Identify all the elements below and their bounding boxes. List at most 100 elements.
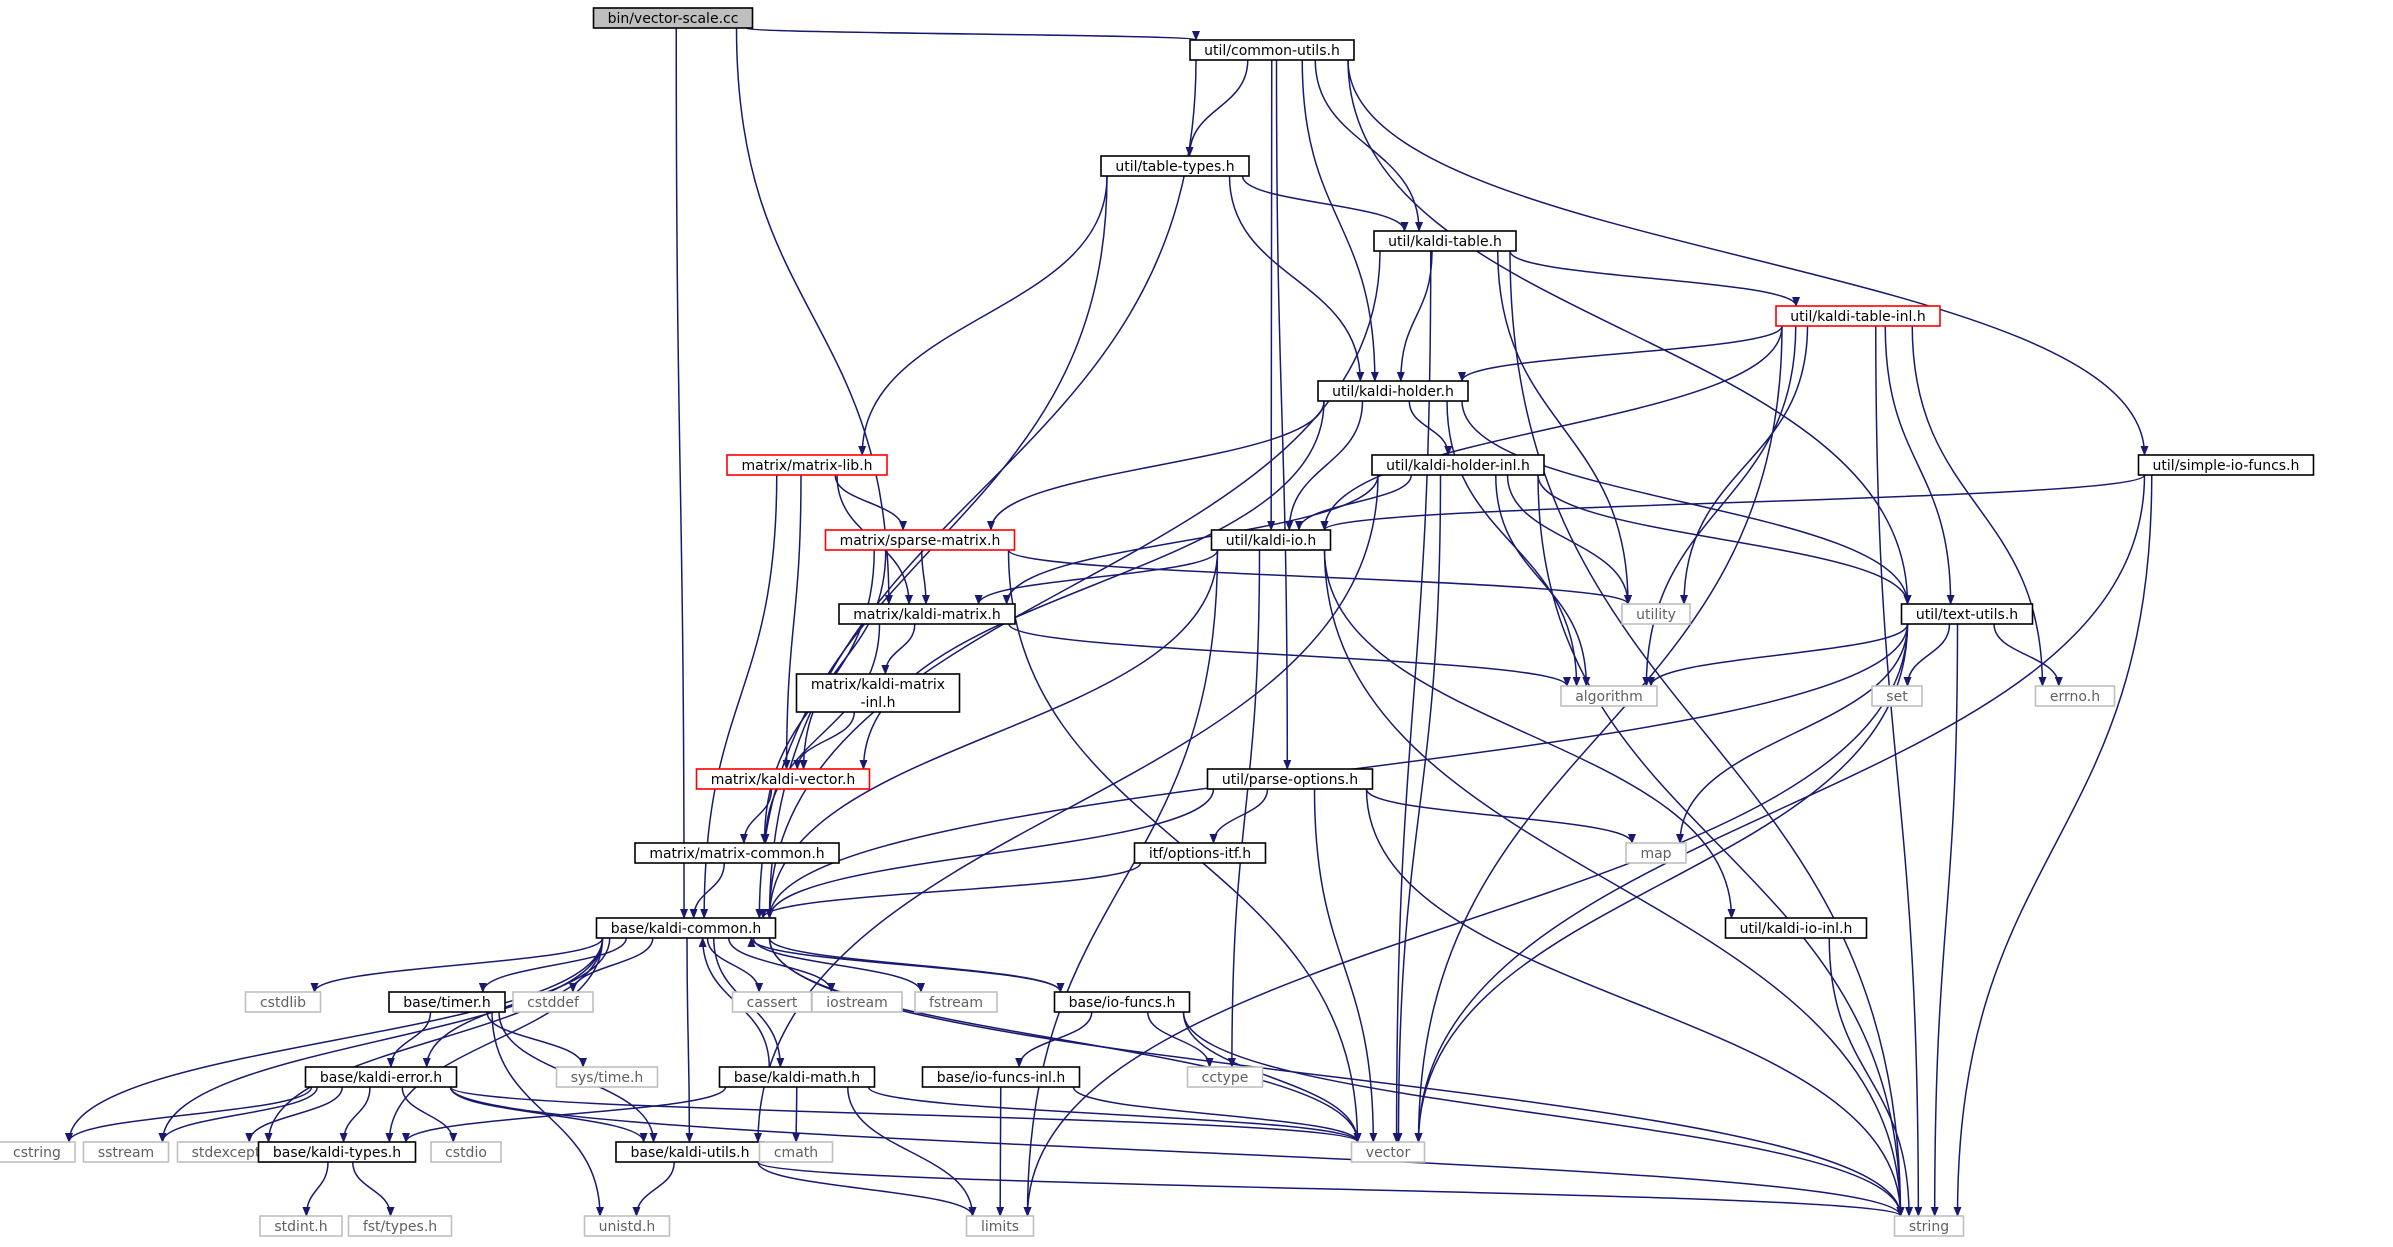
node-kaldi-holder-inl[interactable]: util/kaldi-holder-inl.h — [1371, 454, 1545, 476]
node-box — [838, 603, 1016, 625]
edge-kaldi-error-to-vector — [449, 1086, 1362, 1143]
edge-kaldi-utils-to-limits — [757, 1161, 977, 1217]
node-cmath: cmath — [758, 1141, 834, 1163]
node-box — [1900, 603, 2034, 625]
edge-kaldi-vector-to-matrix-common — [739, 788, 773, 844]
node-kaldi-error[interactable]: base/kaldi-error.h — [304, 1066, 458, 1088]
node-box — [1317, 380, 1469, 402]
node-text-utils[interactable]: util/text-utils.h — [1900, 603, 2034, 625]
edge-kaldi-table-inl-to-text-utils — [1884, 325, 1955, 605]
node-box — [1775, 305, 1941, 327]
edge-text-utils-to-string — [1930, 623, 1959, 1217]
edge-io-funcs-to-io-funcs-inl — [1015, 1011, 1093, 1068]
node-label: algorithm — [1575, 689, 1643, 705]
node-io-funcs[interactable]: base/io-funcs.h — [1053, 991, 1191, 1013]
node-parse-options[interactable]: util/parse-options.h — [1206, 768, 1374, 790]
node-box — [634, 842, 840, 864]
node-kaldi-holder[interactable]: util/kaldi-holder.h — [1317, 380, 1469, 402]
node-box — [758, 1141, 834, 1163]
node-box — [244, 991, 322, 1013]
node-kaldi-types[interactable]: base/kaldi-types.h — [257, 1141, 417, 1163]
node-box — [1371, 454, 1545, 476]
node-box — [726, 454, 888, 476]
node-label: sstream — [98, 1145, 154, 1161]
edge-kaldi-matrix-to-kaldi-matrix-inl — [881, 623, 916, 675]
edge-kaldi-holder-to-algorithm — [1446, 400, 1581, 687]
edge-common-utils-to-kaldi-common — [765, 59, 1197, 919]
node-kaldi-table[interactable]: util/kaldi-table.h — [1373, 230, 1517, 252]
node-matrix-lib[interactable]: matrix/matrix-lib.h — [726, 454, 888, 476]
node-sys-time: sys/time.h — [555, 1066, 659, 1088]
edge-kaldi-error-to-kaldi-types — [339, 1086, 371, 1143]
edge-kaldi-holder-inl-to-text-utils — [1537, 474, 1912, 605]
node-label: matrix/sparse-matrix.h — [840, 533, 1001, 549]
node-cassert: cassert — [731, 991, 813, 1013]
node-box — [555, 1066, 659, 1088]
edge-kaldi-types-to-fst-types — [352, 1161, 395, 1217]
edge-kaldi-common-to-cstdlib — [310, 937, 604, 993]
edge-sparse-matrix-to-utility — [1007, 549, 1632, 605]
node-kaldi-io-inl[interactable]: util/kaldi-io-inl.h — [1724, 917, 1868, 939]
edge-text-utils-to-algorithm — [1647, 623, 1909, 687]
node-label: util/common-utils.h — [1204, 43, 1340, 59]
edge-kaldi-error-to-string — [449, 1086, 1905, 1217]
edge-kaldi-table-inl-to-vector — [1414, 325, 1783, 1143]
node-kaldi-utils[interactable]: base/kaldi-utils.h — [615, 1141, 765, 1163]
node-box — [304, 1066, 458, 1088]
node-box — [1206, 768, 1374, 790]
node-kaldi-table-inl[interactable]: util/kaldi-table-inl.h — [1775, 305, 1941, 327]
edge-simple-io-funcs-to-string — [1953, 474, 2153, 1217]
node-io-funcs-inl[interactable]: base/io-funcs-inl.h — [921, 1066, 1081, 1088]
node-box — [388, 991, 506, 1013]
node-simple-io-funcs[interactable]: util/simple-io-funcs.h — [2137, 454, 2315, 476]
node-kaldi-matrix[interactable]: matrix/kaldi-matrix.h — [838, 603, 1016, 625]
edge-kaldi-utils-to-unistd — [632, 1161, 675, 1217]
node-sstream: sstream — [82, 1141, 170, 1163]
node-label: fstream — [929, 995, 983, 1011]
node-box — [1100, 155, 1250, 177]
node-kaldi-math[interactable]: base/kaldi-math.h — [718, 1066, 876, 1088]
node-label: vector — [1366, 1145, 1411, 1161]
node-box — [1893, 1215, 1965, 1237]
node-box — [965, 1215, 1035, 1237]
edge-kaldi-common-to-cassert — [706, 937, 764, 993]
edge-vector-scale-to-kaldi-common — [675, 27, 689, 919]
edge-kaldi-holder-to-text-utils — [1461, 400, 1912, 605]
node-box — [921, 1066, 1081, 1088]
edge-kaldi-common-to-cstddef — [568, 937, 654, 993]
node-kaldi-common[interactable]: base/kaldi-common.h — [595, 917, 777, 939]
node-common-utils[interactable]: util/common-utils.h — [1189, 39, 1355, 61]
node-label: cstring — [13, 1145, 61, 1161]
edge-kaldi-table-to-utility — [1497, 250, 1632, 605]
node-kaldi-vector[interactable]: matrix/kaldi-vector.h — [695, 768, 871, 790]
edge-common-utils-to-kaldi-holder — [1301, 59, 1379, 382]
edge-matrix-common-to-kaldi-common — [689, 862, 725, 919]
node-label: util/kaldi-io-inl.h — [1740, 921, 1853, 937]
node-kaldi-matrix-inl[interactable]: matrix/kaldi-matrix-inl.h — [795, 673, 961, 713]
node-sparse-matrix[interactable]: matrix/sparse-matrix.h — [824, 529, 1016, 551]
node-kaldi-io[interactable]: util/kaldi-io.h — [1210, 529, 1332, 551]
node-box — [914, 991, 998, 1013]
node-box — [595, 917, 777, 939]
edge-kaldi-error-to-cstdio — [401, 1086, 458, 1143]
node-vector-scale[interactable]: bin/vector-scale.cc — [592, 7, 754, 29]
node-cstring: cstring — [0, 1141, 76, 1163]
node-label: util/text-utils.h — [1916, 607, 2018, 623]
node-box — [1871, 685, 1923, 707]
node-options-itf[interactable]: itf/options-itf.h — [1133, 842, 1267, 864]
node-cstdlib: cstdlib — [244, 991, 322, 1013]
edge-kaldi-holder-inl-to-vector — [1394, 474, 1442, 1143]
edge-kaldi-holder-to-sparse-matrix — [986, 400, 1325, 531]
node-label: cstdlib — [260, 995, 306, 1011]
node-box — [1373, 230, 1517, 252]
edge-table-types-to-kaldi-holder — [1228, 175, 1365, 382]
node-table-types[interactable]: util/table-types.h — [1100, 155, 1250, 177]
node-stdint: stdint.h — [259, 1215, 343, 1237]
edge-parse-options-to-kaldi-common — [765, 788, 1215, 919]
node-label: unistd.h — [599, 1219, 656, 1235]
node-matrix-common[interactable]: matrix/matrix-common.h — [634, 842, 840, 864]
edge-kaldi-matrix-inl-to-kaldi-vector — [793, 711, 855, 770]
node-box — [1724, 917, 1868, 939]
node-timer[interactable]: base/timer.h — [388, 991, 506, 1013]
edge-kaldi-error-to-sstream — [158, 1086, 318, 1143]
